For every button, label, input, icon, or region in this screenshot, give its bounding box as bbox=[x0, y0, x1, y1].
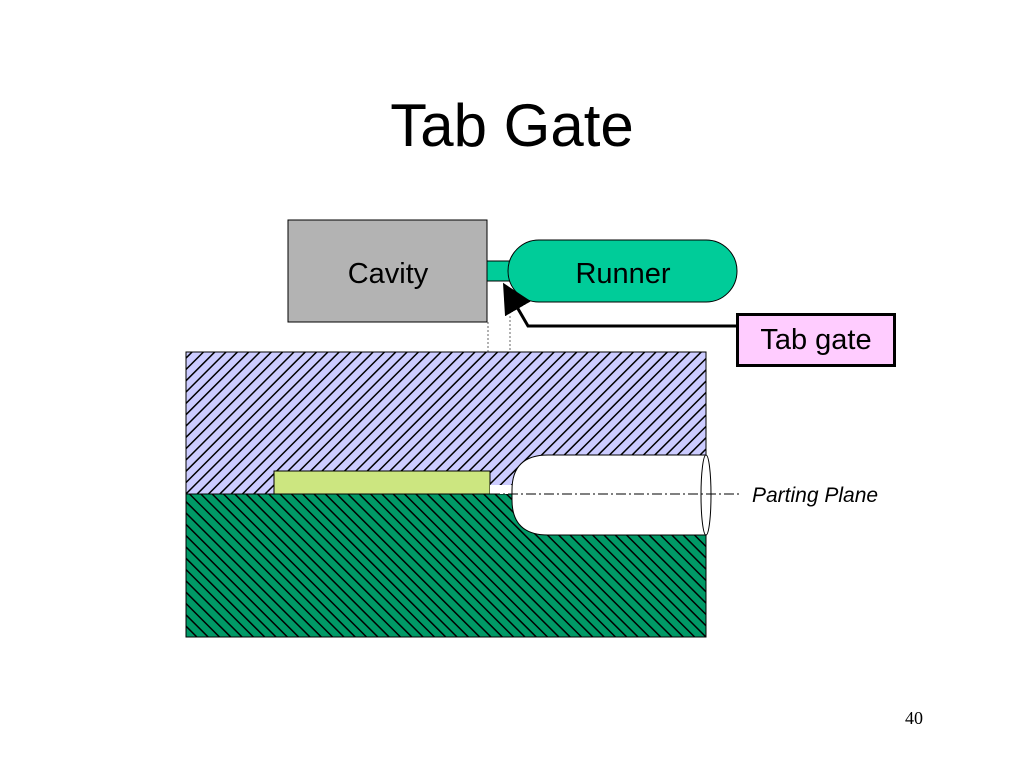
runner-block bbox=[507, 239, 738, 303]
cavity-block bbox=[287, 219, 488, 323]
runner-label: Runner bbox=[575, 258, 670, 290]
tab-gate-channel bbox=[490, 485, 514, 494]
cavity-label: Cavity bbox=[348, 258, 429, 290]
runner-channel bbox=[511, 454, 707, 536]
slide-title: Tab Gate bbox=[390, 92, 634, 159]
molded-part bbox=[273, 470, 491, 495]
parting-plane-label: Parting Plane bbox=[752, 484, 879, 507]
runner-end bbox=[700, 454, 712, 536]
page-number: 40 bbox=[905, 708, 923, 728]
mold-cross-section bbox=[185, 351, 742, 638]
tab-gate-label-box: Tab gate bbox=[736, 313, 896, 367]
tab-gate-leader bbox=[502, 282, 736, 328]
top-view bbox=[287, 219, 738, 323]
tab-gate-label: Tab gate bbox=[760, 323, 872, 356]
